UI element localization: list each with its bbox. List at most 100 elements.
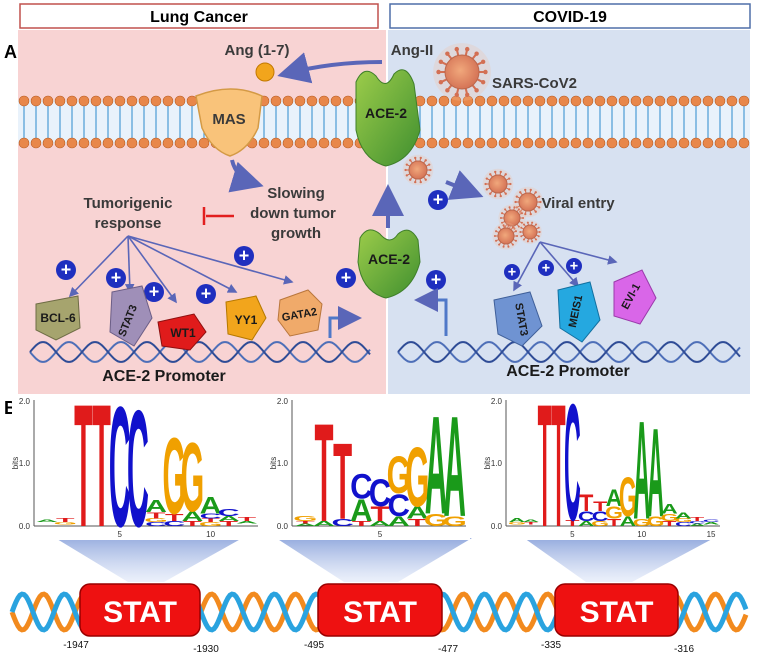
plus-icon: + [428, 190, 448, 210]
cone-3 [524, 538, 714, 582]
logo-letter-T: T [147, 511, 166, 521]
plus-icon: + [196, 284, 216, 304]
logo-letter-G: G [647, 514, 665, 529]
logo-letter-A: A [675, 510, 692, 520]
evi1-factor: EVI-1 [613, 269, 657, 325]
logo-letter-T: T [238, 516, 258, 522]
logo-ytick: 1.0 [277, 459, 289, 468]
logo-letter-G: G [293, 515, 317, 523]
logo-ytick: 0.0 [277, 522, 289, 531]
activation-plus-signs: +++++++++++ [56, 190, 582, 304]
plus-icon: + [504, 264, 520, 280]
ang-1-7-molecule [255, 62, 275, 82]
site-start-position: -1947 [63, 640, 89, 651]
lung-cancer-header [19, 3, 379, 29]
ang-ii-label: Ang-II [391, 42, 434, 59]
logo-axis-label: bits [11, 457, 20, 469]
site-start-position: -495 [304, 640, 324, 651]
tumorigenic-arrows [68, 235, 294, 304]
svg-text:+: + [570, 258, 578, 274]
logo-letter-A: A [406, 503, 428, 522]
logo-xtick: 5 [378, 530, 383, 539]
logo-letter-A: A [509, 517, 526, 523]
logo-letter-T: T [183, 520, 202, 528]
svg-text:+: + [431, 270, 442, 290]
ace2-free-label: ACE-2 [368, 251, 410, 267]
plus-icon: + [56, 260, 76, 280]
logo-letter-A: A [703, 522, 720, 526]
logo-letter-A: A [145, 497, 167, 516]
logo-letter-G: G [199, 521, 223, 527]
logo-letter-T: T [220, 520, 239, 528]
sars-cov2-label: SARS-CoV2 [492, 75, 577, 92]
logo-letter-A: A [606, 484, 623, 512]
viral-particle-5 [492, 222, 520, 250]
viral-entry-label: Viral entry [541, 195, 615, 212]
logo-ytick: 2.0 [19, 397, 31, 406]
ace2-free-protein [357, 229, 421, 299]
logo-letter-A: A [294, 523, 316, 527]
viral-particles [402, 154, 544, 250]
logo-letter-T: T [607, 517, 621, 529]
stat-binding-site-2: STAT-495-477 [304, 583, 458, 655]
logo-letter-C: C [163, 520, 185, 528]
stat-label: STAT [580, 596, 654, 629]
logo-letter-A: A [181, 509, 203, 524]
viral-entry-arrows [513, 241, 618, 292]
logo-letter-C: C [145, 521, 167, 527]
logo-letter-G: G [443, 514, 467, 530]
svg-text:+: + [149, 282, 160, 302]
plus-icon: + [336, 268, 356, 288]
plus-icon: + [426, 270, 446, 290]
logo-ytick: 0.0 [19, 522, 31, 531]
logo-letter-T: T [579, 489, 594, 517]
ace2-membrane-receptor [355, 69, 421, 167]
logo-letter-C: C [703, 519, 720, 523]
logo-xtick: 10 [637, 530, 646, 539]
logo-letter-G: G [144, 517, 168, 523]
logo-xtick: 10 [206, 530, 215, 539]
svg-text:+: + [61, 260, 72, 280]
gata2-factor: GATA2 [277, 289, 323, 337]
logo-letter-T: T [296, 520, 316, 524]
sars-cov2-particle [433, 43, 491, 101]
logo-letter-T: T [201, 517, 221, 523]
logo-letter-A: A [661, 502, 678, 517]
logo-letter-C: C [350, 468, 372, 507]
stat-binding-site-3: STAT-335-316 [541, 583, 694, 655]
site-end-position: -1930 [193, 644, 219, 655]
logo-letter-T: T [551, 369, 565, 564]
plus-icon: + [538, 260, 554, 276]
logo-letter-A: A [689, 523, 706, 527]
cone-1 [52, 536, 246, 582]
covid-title: COVID-19 [533, 9, 607, 26]
bcl6-label: BCL-6 [40, 311, 76, 325]
logo-ytick: 2.0 [491, 397, 503, 406]
logo-ytick: 1.0 [491, 459, 503, 468]
mas-receptor [195, 88, 263, 157]
yy1-factor: YY1 [225, 295, 267, 341]
left-promoter-label: ACE-2 Promoter [102, 368, 226, 385]
svg-text:+: + [542, 260, 550, 276]
slowing-line-3: growth [271, 225, 321, 242]
svg-text:+: + [508, 264, 516, 280]
logo-xtick: 5 [118, 530, 123, 539]
svg-text:+: + [201, 284, 212, 304]
panel-a: Lung Cancer COVID-19 A Ang (1-7) Ang-II … [4, 3, 751, 394]
site-start-position: -335 [541, 640, 561, 651]
stat-label: STAT [343, 596, 417, 629]
logo-letter-T: T [56, 517, 76, 523]
logo-letter-T: T [662, 520, 677, 528]
bcl6-factor: BCL-6 [35, 295, 81, 341]
svg-text:+: + [239, 246, 250, 266]
logo-letter-G: G [387, 447, 411, 505]
logo-letter-T: T [593, 499, 608, 514]
logo-ytick: 2.0 [277, 397, 289, 406]
logo-letter-C: C [109, 373, 131, 564]
svg-text:+: + [341, 268, 352, 288]
logo-letter-A: A [313, 520, 335, 528]
logo-letter-C: C [689, 520, 706, 524]
logo-letter-T: T [538, 369, 552, 564]
